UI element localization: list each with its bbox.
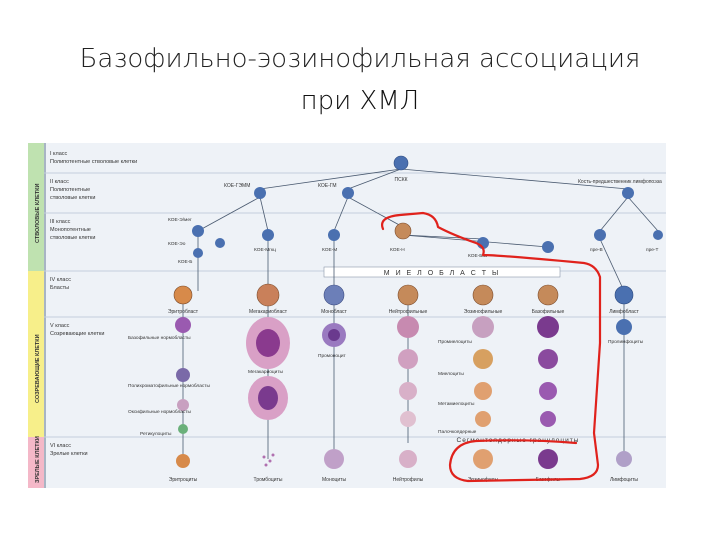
svg-text:II класс: II класс (50, 179, 69, 185)
cfu-gemm-cell (254, 187, 266, 199)
hematopoiesis-diagram: М И Е Л О Б Л А С Т Ы Сегментоядерные гр… (28, 143, 666, 488)
sidebar-label-maturing: СОЗРЕВАЮЩИЕ КЛЕТКИ (35, 334, 41, 403)
svg-text:Промоноцит: Промоноцит (318, 353, 346, 359)
svg-text:III класс: III класс (50, 219, 71, 225)
svg-text:Ретикулоциты: Ретикулоциты (140, 431, 172, 437)
class-label-6: VI класс Зрелые клетки (50, 443, 88, 457)
svg-text:Палочкоядерные: Палочкоядерные (438, 429, 477, 435)
svg-text:Миелоциты: Миелоциты (438, 371, 464, 377)
myeloblast-band (323, 266, 561, 278)
svg-text:Полипотентные стволовые клетки: Полипотентные стволовые клетки (50, 159, 137, 165)
svg-text:Монопотентные: Монопотентные (50, 227, 91, 233)
blast-labels: Эритробласт Мегакариобласт Монобласт Ней… (168, 308, 640, 315)
diagram-background (28, 143, 666, 488)
class-label-2: II класс Полипотентные стволовые клетки (50, 179, 95, 201)
svg-text:КОЕ-М: КОЕ-М (322, 247, 337, 253)
sidebar-label-mature: ЗРЕЛЫЕ КЛЕТКИ (35, 436, 41, 483)
class-label-3: III класс Монопотентные стволовые клетки (50, 219, 95, 241)
svg-text:КОЕ-Мгкц: КОЕ-Мгкц (254, 247, 276, 253)
svg-text:КОЕ-Баз: КОЕ-Баз (468, 253, 488, 259)
svg-text:Базофильные нормобласты: Базофильные нормобласты (128, 335, 191, 341)
svg-text:Полипотентные: Полипотентные (50, 187, 90, 193)
class-label-4: IV класс Бласты (50, 277, 71, 291)
blast-cells (173, 283, 634, 307)
svg-text:Эритробласт: Эритробласт (168, 309, 199, 315)
svg-text:Промиелоциты: Промиелоциты (438, 339, 472, 345)
svg-text:Тромбоциты: Тромбоциты (254, 477, 283, 483)
svg-text:Мегакариобласт: Мегакариобласт (249, 309, 288, 315)
lymphoid-progenitor-cell (622, 187, 634, 199)
svg-text:I класс: I класс (50, 151, 68, 157)
sidebar-label-stem: СТВОЛОВЫЕ КЛЕТКИ (35, 184, 41, 243)
cfu-gm-cell (342, 187, 354, 199)
slide-title-line-1: Базофильно-эозинофильная ассоциация (79, 44, 641, 74)
svg-text:пре-В: пре-В (590, 247, 603, 253)
svg-text:КОЕ-Э/мег: КОЕ-Э/мег (168, 217, 192, 223)
svg-text:Полихроматофильные нормобласты: Полихроматофильные нормобласты (128, 383, 210, 389)
lymphoid-progenitor-label: Кость-предшественник лимфопоэза (578, 179, 662, 185)
sidebar-band-mature (28, 437, 44, 488)
svg-text:Лимфобласт: Лимфобласт (609, 309, 639, 315)
svg-text:Зрелые клетки: Зрелые клетки (50, 451, 88, 457)
svg-text:Метамиелоциты: Метамиелоциты (438, 401, 475, 407)
svg-text:КОЕ-Эо: КОЕ-Эо (168, 241, 186, 247)
myeloblast-band-label: М И Е Л О Б Л А С Т Ы (384, 270, 500, 277)
svg-text:Эозинофильные: Эозинофильные (464, 309, 503, 315)
sidebar-band-stem (28, 143, 44, 271)
svg-text:Нейтрофильные: Нейтрофильные (389, 308, 428, 315)
maturing-cells (175, 316, 632, 434)
svg-text:Бласты: Бласты (50, 285, 69, 291)
svg-text:IV класс: IV класс (50, 277, 71, 283)
svg-text:Базофильные: Базофильные (532, 309, 565, 315)
red-annotation-outline (381, 211, 602, 483)
svg-text:Эритроциты: Эритроциты (169, 477, 198, 483)
cfu-gemm-label: КОЕ-ГЭММ (224, 183, 250, 189)
svg-text:V класс: V класс (50, 323, 70, 329)
sidebar-band-maturing (28, 317, 44, 437)
svg-text:Оксифильные нормобласты: Оксифильные нормобласты (128, 409, 192, 415)
svg-text:КОЕ-Б: КОЕ-Б (178, 259, 192, 265)
stem-cell (393, 155, 409, 171)
svg-text:стволовые клетки: стволовые клетки (50, 195, 95, 201)
sidebar-band-blasts (28, 271, 44, 317)
svg-text:Мегакариоциты: Мегакариоциты (248, 369, 284, 375)
svg-text:стволовые клетки: стволовые клетки (50, 235, 95, 241)
svg-text:пре-Т: пре-Т (646, 247, 659, 253)
svg-text:Созревающие клетки: Созревающие клетки (50, 331, 104, 337)
slide-title-line-2: при ХМЛ (300, 86, 420, 116)
cfu-gm-label: КОЕ-ГМ (318, 183, 337, 189)
class-label-5: V класс Созревающие клетки (50, 323, 104, 337)
class-label-1: I класс Полипотентные стволовые клетки (50, 151, 137, 165)
svg-text:Монобласт: Монобласт (321, 309, 347, 315)
svg-text:Моноциты: Моноциты (322, 477, 346, 483)
class-3-cells (192, 222, 663, 258)
svg-text:Лимфоциты: Лимфоциты (610, 477, 638, 483)
svg-text:VI класс: VI класс (50, 443, 71, 449)
class-label-column (44, 143, 46, 488)
class-3-labels: КОЕ-Э/мег КОЕ-Эо КОЕ-Мгкц КОЕ-М КОЕ-Н КО… (168, 217, 659, 265)
svg-text:КОЕ-Н: КОЕ-Н (390, 247, 405, 253)
svg-text:Пролимфоциты: Пролимфоциты (608, 339, 644, 345)
mature-cells (176, 449, 632, 469)
svg-text:Нейтрофилы: Нейтрофилы (393, 476, 424, 483)
stem-cell-label: ПСКК (394, 177, 407, 183)
maturing-labels: Базофильные нормобласты Мегакариоциты Пр… (128, 335, 644, 437)
